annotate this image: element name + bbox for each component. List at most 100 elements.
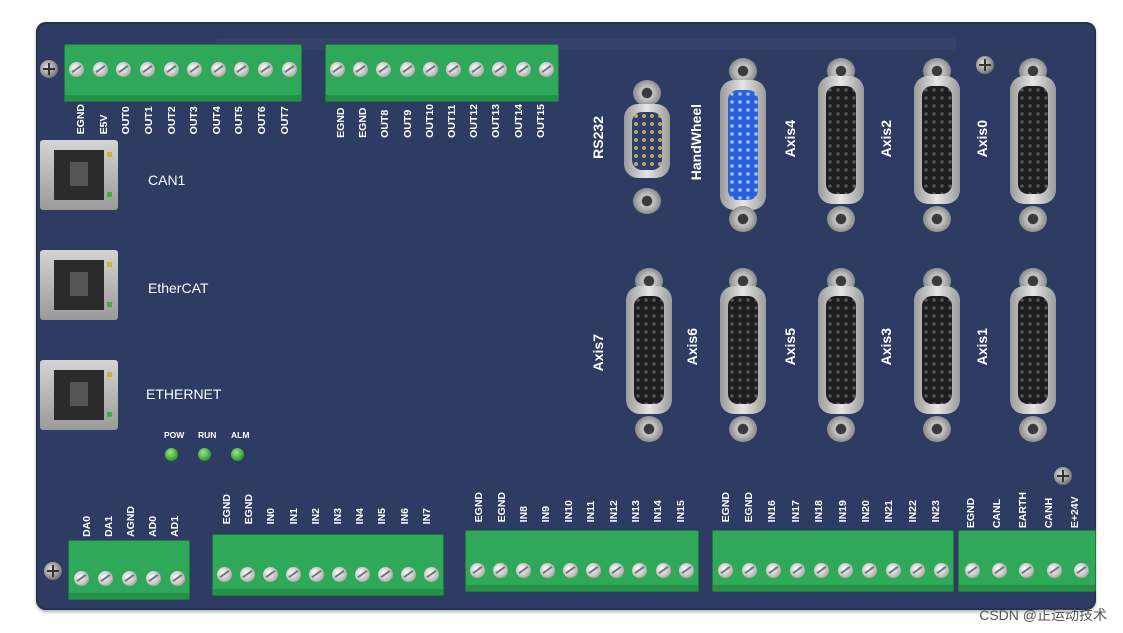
terminal-screw-icon[interactable]: [492, 62, 508, 77]
terminal-screw-icon[interactable]: [678, 563, 694, 578]
axis1-connector[interactable]: [1010, 266, 1056, 446]
terminal-screw-icon[interactable]: [163, 62, 179, 77]
terminal-labels-bottom-4: EGND EGND IN16 IN17 IN18 IN19 IN20 IN21 …: [714, 492, 948, 522]
terminal-screw-icon[interactable]: [422, 62, 438, 77]
terminal-screw-icon[interactable]: [210, 62, 226, 77]
terminal-screw-icon[interactable]: [1046, 563, 1062, 578]
terminal-screw-icon[interactable]: [965, 563, 981, 578]
terminal-screw-icon[interactable]: [470, 563, 486, 578]
terminal-screw-icon[interactable]: [330, 62, 346, 77]
terminal-screw-icon[interactable]: [562, 563, 578, 578]
terminal-screw-icon[interactable]: [539, 563, 555, 578]
terminal-label: IN0: [265, 508, 278, 525]
terminal-label: IN19: [836, 500, 849, 523]
terminal-screw-icon[interactable]: [116, 62, 132, 77]
terminal-screw-icon[interactable]: [609, 563, 625, 578]
terminal-screw-icon[interactable]: [632, 563, 648, 578]
terminal-label: IN13: [629, 500, 642, 523]
terminal-screw-icon[interactable]: [169, 571, 185, 586]
axis5-connector[interactable]: [818, 266, 864, 446]
terminal-screw-icon[interactable]: [909, 563, 925, 578]
terminal-label: EGND: [243, 494, 256, 525]
terminal-label: AD0: [147, 515, 159, 537]
terminal-screw-icon[interactable]: [332, 567, 347, 582]
axis7-connector[interactable]: [626, 266, 672, 446]
terminal-screw-icon[interactable]: [933, 563, 949, 578]
axis3-connector[interactable]: [914, 266, 960, 446]
terminal-screw-icon[interactable]: [376, 62, 392, 77]
terminal-screw-icon[interactable]: [286, 567, 301, 582]
terminal-screw-icon[interactable]: [240, 567, 255, 582]
terminal-screw-icon[interactable]: [861, 563, 877, 578]
terminal-screw-icon[interactable]: [992, 563, 1008, 578]
terminal-screw-icon[interactable]: [73, 571, 89, 586]
terminal-screw-icon[interactable]: [69, 62, 85, 77]
terminal-label: EGND: [473, 492, 486, 523]
terminal-screw-icon[interactable]: [97, 571, 113, 586]
axis4-connector[interactable]: [818, 56, 864, 236]
handwheel-connector[interactable]: [720, 56, 766, 236]
screw-icon: [44, 562, 62, 580]
terminal-label: AD1: [169, 515, 181, 537]
terminal-screw-icon[interactable]: [353, 62, 369, 77]
terminal-screw-icon[interactable]: [378, 567, 393, 582]
terminal-block-in16-23: [712, 530, 954, 592]
terminal-screw-icon[interactable]: [234, 62, 250, 77]
terminal-screw-icon[interactable]: [765, 563, 781, 578]
terminal-screw-icon[interactable]: [469, 62, 485, 77]
axis2-connector[interactable]: [914, 56, 960, 236]
terminal-screw-icon[interactable]: [741, 563, 757, 578]
can1-port[interactable]: [40, 140, 118, 210]
terminal-screw-icon[interactable]: [538, 62, 554, 77]
terminal-label: IN6: [398, 508, 411, 525]
terminal-screw-icon[interactable]: [424, 567, 439, 582]
ethernet-port[interactable]: [40, 360, 118, 430]
terminal-label: OUT8: [379, 109, 392, 138]
rs232-connector[interactable]: [624, 60, 670, 230]
terminal-label: E+24V: [1069, 496, 1081, 529]
terminal-screw-icon[interactable]: [263, 567, 278, 582]
terminal-label: DA0: [81, 515, 93, 537]
axis6-connector[interactable]: [720, 266, 766, 446]
terminal-label: IN5: [376, 508, 389, 525]
terminal-label: IN11: [585, 500, 598, 523]
terminal-screw-icon[interactable]: [516, 563, 532, 578]
terminal-screw-icon[interactable]: [217, 567, 232, 582]
terminal-block-in0-7: [212, 534, 444, 596]
terminal-label: E5V: [97, 114, 110, 135]
terminal-screw-icon[interactable]: [121, 571, 137, 586]
terminal-label: OUT1: [143, 106, 156, 135]
terminal-screw-icon[interactable]: [885, 563, 901, 578]
terminal-screw-icon[interactable]: [1073, 563, 1089, 578]
terminal-screw-icon[interactable]: [1019, 563, 1035, 578]
terminal-label: EGND: [719, 492, 732, 523]
terminal-screw-icon[interactable]: [717, 563, 733, 578]
terminal-screw-icon[interactable]: [355, 567, 370, 582]
terminal-screw-icon[interactable]: [493, 563, 509, 578]
terminal-label: IN17: [789, 500, 802, 523]
terminal-screw-icon[interactable]: [399, 62, 415, 77]
terminal-label: OUT15: [534, 104, 547, 138]
terminal-screw-icon[interactable]: [813, 563, 829, 578]
terminal-label: IN21: [883, 500, 896, 523]
terminal-screw-icon[interactable]: [586, 563, 602, 578]
terminal-screw-icon[interactable]: [258, 62, 274, 77]
terminal-screw-icon[interactable]: [281, 62, 297, 77]
run-led-icon: [198, 448, 211, 461]
terminal-screw-icon[interactable]: [92, 62, 108, 77]
terminal-screw-icon[interactable]: [187, 62, 203, 77]
terminal-screw-icon[interactable]: [140, 62, 156, 77]
terminal-labels-top-2: EGND EGND OUT8 OUT9 OUT10 OUT11 OUT12 OU…: [330, 104, 552, 138]
terminal-label: EGND: [357, 107, 370, 138]
terminal-screw-icon[interactable]: [401, 567, 416, 582]
terminal-screw-icon[interactable]: [655, 563, 671, 578]
terminal-screw-icon[interactable]: [789, 563, 805, 578]
ethercat-port[interactable]: [40, 250, 118, 320]
terminal-screw-icon[interactable]: [145, 571, 161, 586]
terminal-screw-icon[interactable]: [515, 62, 531, 77]
terminal-screw-icon[interactable]: [837, 563, 853, 578]
terminal-block-out0-7: [64, 44, 302, 102]
terminal-screw-icon[interactable]: [309, 567, 324, 582]
axis0-connector[interactable]: [1010, 56, 1056, 236]
terminal-screw-icon[interactable]: [446, 62, 462, 77]
